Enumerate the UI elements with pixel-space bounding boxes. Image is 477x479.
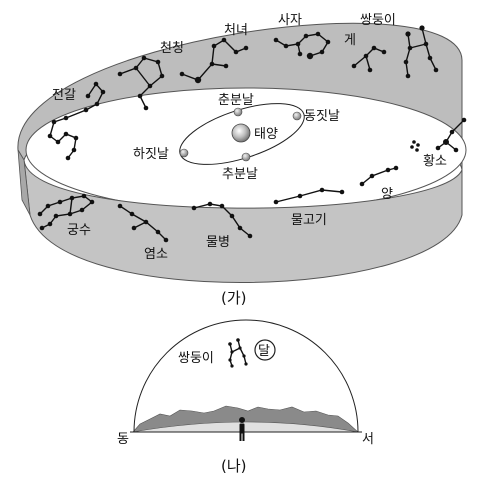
- east-label: 동: [117, 432, 129, 447]
- constellation-cancer: [351, 45, 387, 73]
- earth-winter-solstice-icon: [292, 111, 302, 121]
- gemini-in-sky: [228, 338, 248, 368]
- caption-a: (가): [221, 289, 247, 307]
- constellation-virgo: [179, 37, 249, 84]
- constellation-scorpius: [47, 81, 106, 161]
- spring-equinox-label: 춘분날: [218, 93, 254, 108]
- constellation-taurus: [410, 117, 467, 153]
- west-label: 서: [362, 432, 374, 447]
- constellation-pisces: [273, 187, 345, 205]
- label-aries: 양: [381, 187, 393, 202]
- label-gemini: 쌍둥이: [360, 13, 396, 28]
- earth-autumn-equinox-icon: [241, 152, 251, 162]
- constellation-labels: 전갈 천칭 처녀 사자 게 쌍둥이 황소 양 물고기 물병 염소 궁수: [52, 13, 447, 262]
- constellation-leo: [273, 31, 331, 60]
- band-front-face: [23, 159, 463, 283]
- constellation-capricornus: [117, 203, 169, 243]
- label-aquarius: 물병: [206, 235, 230, 250]
- caption-b: (나): [221, 457, 247, 475]
- autumn-equinox-label: 추분날: [222, 167, 258, 182]
- sky-dome-panel: 쌍둥이 달 동 서: [117, 319, 374, 447]
- constellation-libra: [117, 55, 165, 111]
- winter-solstice-label: 동짓날: [304, 109, 340, 124]
- label-leo: 사자: [278, 13, 302, 28]
- label-sagittarius: 궁수: [67, 223, 91, 238]
- constellation-sagittarius: [37, 193, 95, 231]
- label-capricornus: 염소: [144, 247, 168, 262]
- sun-icon: [231, 123, 251, 143]
- band-left-edge: [17, 149, 31, 216]
- earth-orbit-system: 태양 춘분날 동짓날 하짓날 추분날: [133, 93, 340, 182]
- label-cancer: 게: [344, 33, 356, 48]
- mountain-silhouette: [132, 405, 359, 433]
- zodiac-band: [17, 22, 467, 283]
- observer-icon: [239, 417, 245, 441]
- moon-label: 달: [258, 344, 270, 359]
- summer-solstice-label: 하짓날: [133, 147, 169, 162]
- gemini-sky-label: 쌍둥이: [178, 351, 214, 366]
- label-libra: 천칭: [160, 41, 184, 56]
- constellation-gemini: [403, 25, 439, 79]
- label-taurus: 황소: [423, 154, 447, 169]
- sun-label: 태양: [254, 127, 278, 142]
- moon-icon: [254, 339, 276, 361]
- label-pisces: 물고기: [291, 213, 327, 228]
- label-scorpius: 전갈: [52, 88, 76, 103]
- earth-summer-solstice-icon: [179, 148, 189, 158]
- sky-dome-arc: [133, 319, 359, 433]
- constellation-aries: [359, 165, 399, 187]
- constellation-aquarius: [191, 201, 253, 239]
- label-virgo: 처녀: [224, 23, 248, 38]
- earth-spring-equinox-icon: [233, 107, 243, 117]
